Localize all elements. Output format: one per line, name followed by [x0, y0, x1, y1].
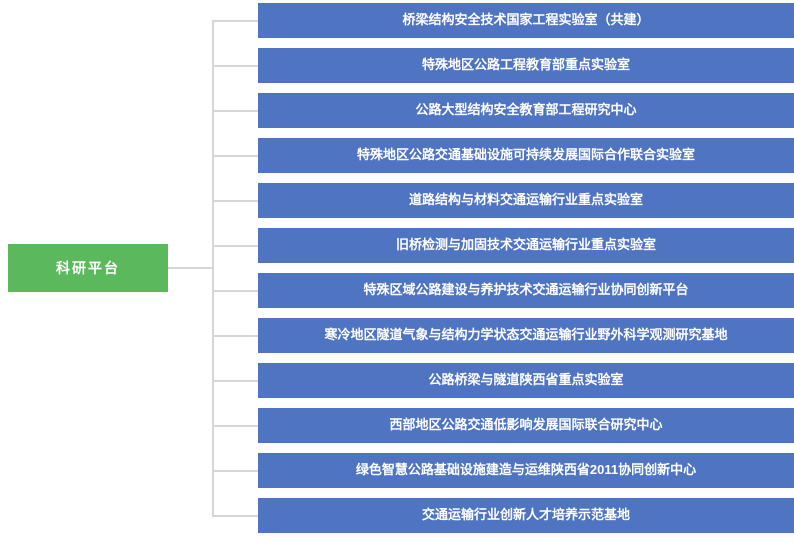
connector-line	[212, 469, 258, 472]
platform-label: 桥梁结构安全技术国家工程实验室（共建）	[402, 12, 650, 28]
platform-bar: 公路大型结构安全教育部工程研究中心	[258, 93, 794, 128]
connector-line	[212, 289, 258, 292]
platform-label: 特殊地区公路交通基础设施可持续发展国际合作联合实验室	[356, 147, 695, 163]
platform-bar: 绿色智慧公路基础设施建造与运维陕西省2011协同创新中心	[258, 453, 794, 488]
connector-line	[212, 334, 258, 337]
connector-line	[212, 244, 258, 247]
platform-bar: 桥梁结构安全技术国家工程实验室（共建）	[258, 3, 794, 38]
platform-bar: 特殊地区公路工程教育部重点实验室	[258, 48, 794, 83]
platform-label: 公路桥梁与隧道陕西省重点实验室	[428, 372, 624, 388]
root-node: 科研平台	[8, 244, 168, 292]
connector-line	[212, 109, 258, 112]
connector-line	[212, 199, 258, 202]
platform-label: 旧桥检测与加固技术交通运输行业重点实验室	[395, 237, 656, 253]
platform-label: 西部地区公路交通低影响发展国际联合研究中心	[389, 417, 663, 433]
platform-bar: 道路结构与材料交通运输行业重点实验室	[258, 183, 794, 218]
connector-line	[212, 379, 258, 382]
platform-label: 特殊地区公路工程教育部重点实验室	[421, 57, 630, 73]
connector-line	[212, 64, 258, 67]
platform-label: 特殊区域公路建设与养护技术交通运输行业协同创新平台	[363, 282, 689, 298]
connector-line	[212, 19, 258, 22]
platform-bar: 特殊地区公路交通基础设施可持续发展国际合作联合实验室	[258, 138, 794, 173]
connector-line	[212, 424, 258, 427]
connector-root-line	[168, 267, 212, 269]
platform-bar: 特殊区域公路建设与养护技术交通运输行业协同创新平台	[258, 273, 794, 308]
platform-label: 寒冷地区隧道气象与结构力学状态交通运输行业野外科学观测研究基地	[324, 327, 728, 343]
connector-line	[212, 514, 258, 517]
platform-label: 公路大型结构安全教育部工程研究中心	[415, 102, 637, 118]
platform-bar: 交通运输行业创新人才培养示范基地	[258, 498, 794, 533]
platform-bar: 寒冷地区隧道气象与结构力学状态交通运输行业野外科学观测研究基地	[258, 318, 794, 353]
root-node-label: 科研平台	[56, 260, 120, 276]
platform-label: 道路结构与材料交通运输行业重点实验室	[408, 192, 643, 208]
platform-bar: 西部地区公路交通低影响发展国际联合研究中心	[258, 408, 794, 443]
connector-line	[212, 154, 258, 157]
platform-label: 绿色智慧公路基础设施建造与运维陕西省2011协同创新中心	[355, 462, 697, 478]
platform-bar: 公路桥梁与隧道陕西省重点实验室	[258, 363, 794, 398]
platform-label: 交通运输行业创新人才培养示范基地	[421, 507, 630, 523]
platform-bar: 旧桥检测与加固技术交通运输行业重点实验室	[258, 228, 794, 263]
connector-trunk-line	[212, 20, 214, 517]
